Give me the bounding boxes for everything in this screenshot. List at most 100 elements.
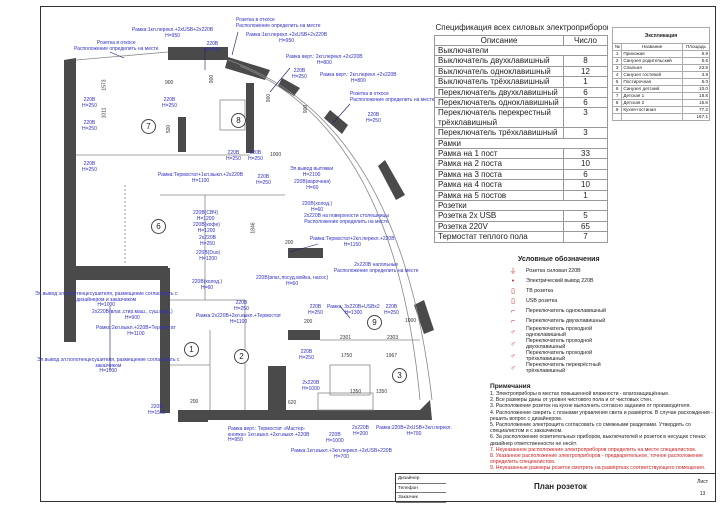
dimension: 1350 (376, 389, 388, 395)
legend-item: ⏚Розетка силовая 220В (508, 267, 621, 276)
expl-no: 6 (611, 85, 623, 93)
expl-no: 3 (611, 64, 623, 72)
spec-row: Переключатель перекрестный трёхклавишный… (434, 107, 608, 129)
wall-curved-1 (225, 57, 270, 80)
legend-title: Условные обозначения (518, 256, 600, 263)
spec-num: 33 (563, 147, 608, 160)
legend-label: Переключатель проходной трёхклавишный (526, 350, 593, 362)
spec-num: 1 (563, 76, 608, 88)
title-block-designer: Дизайнер (396, 474, 446, 484)
note-item: 2. Все размеры даны от уровня чистового … (490, 397, 653, 404)
expl-col-name: Название (621, 43, 683, 51)
spec-desc: Выключатель трёхклавишный (434, 76, 564, 88)
expl-name: Санузел гостевой (621, 71, 683, 79)
dimension: 200 (190, 399, 199, 405)
wall-bottom (178, 400, 432, 420)
dimension: 1846 (250, 222, 257, 234)
spec-num: 65 (563, 220, 608, 233)
legend-item: ▯ТВ розетка (508, 287, 621, 296)
note-item: 1. Электроприборы в местах повышенной вл… (490, 391, 670, 397)
expl-no: 8 (611, 99, 623, 107)
outer-glazing (75, 51, 433, 401)
expl-area: 5.6 (681, 57, 711, 65)
spec-num: 7 (563, 231, 608, 243)
switch-2-icon: ⌐ (510, 317, 516, 325)
room-marker-8: 8 (231, 113, 246, 128)
legend-label: Переключатель проходной двухклавишный (526, 338, 593, 350)
room-marker-1: 1 (184, 342, 199, 357)
spec-num: 3 (563, 107, 608, 129)
dimension: 900 (209, 74, 216, 84)
title-block: Дизайнер Телефон Заказчик План розеток Л… (395, 473, 716, 503)
spec-col-desc: Описание (434, 34, 564, 46)
specification-table: Спецификация всех силовых электроприборо… (434, 20, 608, 243)
legend-item: •Электрический вывод 220В (508, 277, 621, 286)
inner-glazing (239, 65, 421, 401)
notes: Примечания 1. Электроприборы в местах по… (490, 383, 715, 472)
annotation: 220В(холод.)H=60 (302, 201, 333, 213)
wall-curved-5 (414, 300, 434, 334)
expl-area: 23.9 (681, 64, 711, 72)
note-item-important: 9. Неуказанные размеры розеток смотреть … (490, 465, 706, 472)
switch-1-icon: ⌐ (510, 307, 516, 315)
expl-no: 5 (611, 78, 623, 86)
legend-label: Переключатель перекрёстный трёхклавишный (526, 362, 601, 374)
legend-item: ⌐Переключатель двухклавишный (508, 317, 621, 326)
expl-name: Спальня (621, 64, 683, 72)
expl-area: 6.9 (681, 50, 711, 58)
spec-desc: Переключатель трёхклавишный (434, 127, 564, 139)
wall-inner-7-8 (178, 117, 186, 152)
spec-num: 6 (563, 168, 608, 181)
annotation: 220В(СВЧ)H=1200 (193, 210, 219, 222)
title-block-phone: Телефон (396, 484, 446, 494)
spec-num: 10 (563, 158, 608, 170)
dimension: 620 (288, 400, 297, 406)
legend-item: ♂Переключатель проходной одноклавишный (508, 326, 621, 338)
wall-corridor (160, 268, 170, 413)
wall-curved-2 (278, 78, 300, 96)
wall-top-block (168, 47, 228, 60)
annotation: 220В(Duo)H=1200 (196, 250, 221, 262)
expl-col-no: № (611, 43, 623, 51)
expl-area: 5.0 (681, 78, 711, 86)
room-marker-9: 9 (367, 315, 382, 330)
dimension: 200 (304, 319, 313, 325)
notes-title: Примечания (490, 383, 531, 390)
wall-left (64, 58, 76, 342)
spec-desc: Рамка на 1 пост (434, 147, 564, 160)
wall-2-3 (268, 366, 286, 411)
expl-no: 1 (611, 50, 623, 58)
dimension: 1000 (270, 152, 282, 158)
title-block-client: Заказчик (396, 493, 446, 503)
dimension: 500 (166, 124, 173, 134)
annotation: 220В(влаг.,посуд.мойка, насос)H=60 (256, 275, 329, 287)
expl-total: 167.1 (681, 113, 711, 121)
dimension: 1011 (101, 107, 108, 119)
passthrough-1-icon: ♂ (510, 328, 516, 336)
